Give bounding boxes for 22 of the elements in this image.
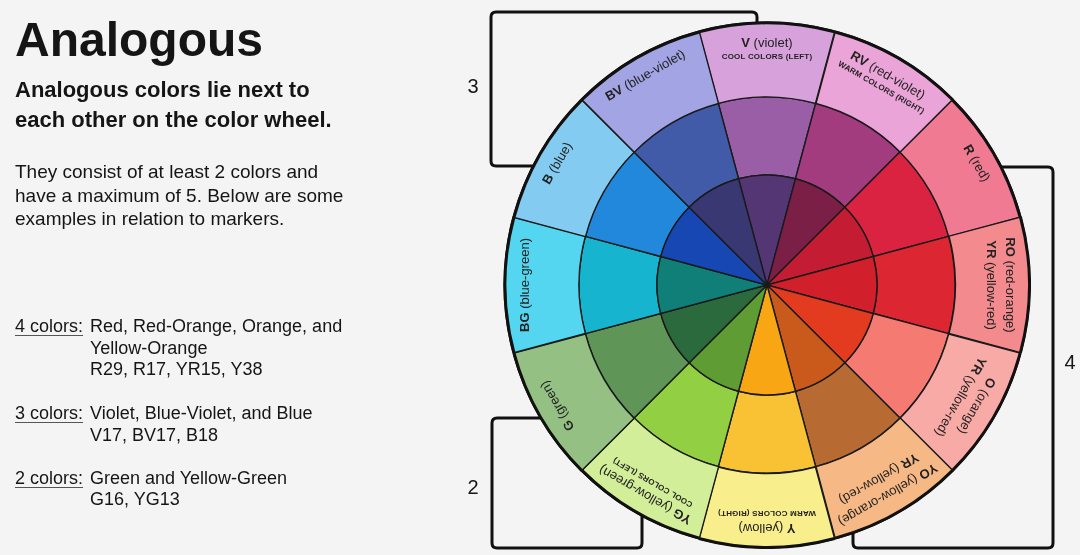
color-names: Violet, Blue-Violet, and Blue	[90, 403, 314, 425]
color-names: Red, Red-Orange, Orange, and Yellow-Orange	[90, 316, 344, 359]
example-heading: 2 colors:	[15, 468, 84, 490]
segment-label: YR (yellow-red)	[984, 240, 998, 330]
segment-label: BG (blue-green)	[517, 238, 531, 332]
subtitle: Analogous colors lie next to each other on the color wheel.	[15, 76, 333, 134]
example-heading: 4 colors:	[15, 316, 84, 338]
color-codes: R29, R17, YR15, Y38	[90, 359, 263, 381]
color-codes: G16, YG13	[90, 489, 180, 511]
body-text: They consist of at least 2 colors and have a maximum of 5. Below are some examples in relation to markers.	[15, 160, 345, 231]
group-number: 4	[1064, 352, 1076, 372]
page-title: Analogous	[15, 16, 263, 64]
segment-label: WARM COLORS (RIGHT)	[718, 509, 816, 517]
color-codes: V17, BV17, B18	[90, 425, 219, 447]
example-heading: 3 colors:	[15, 403, 84, 425]
segment-label: RO (red-orange)	[1003, 237, 1017, 333]
color-names: Green and Yellow-Green	[90, 468, 289, 490]
segment-label: COOL COLORS (LEFT)	[721, 53, 813, 61]
segment-label: V (violet)	[741, 35, 793, 49]
group-number: 3	[467, 76, 479, 96]
segment-label: Y (yellow)	[738, 521, 796, 535]
group-number: 2	[467, 477, 479, 497]
